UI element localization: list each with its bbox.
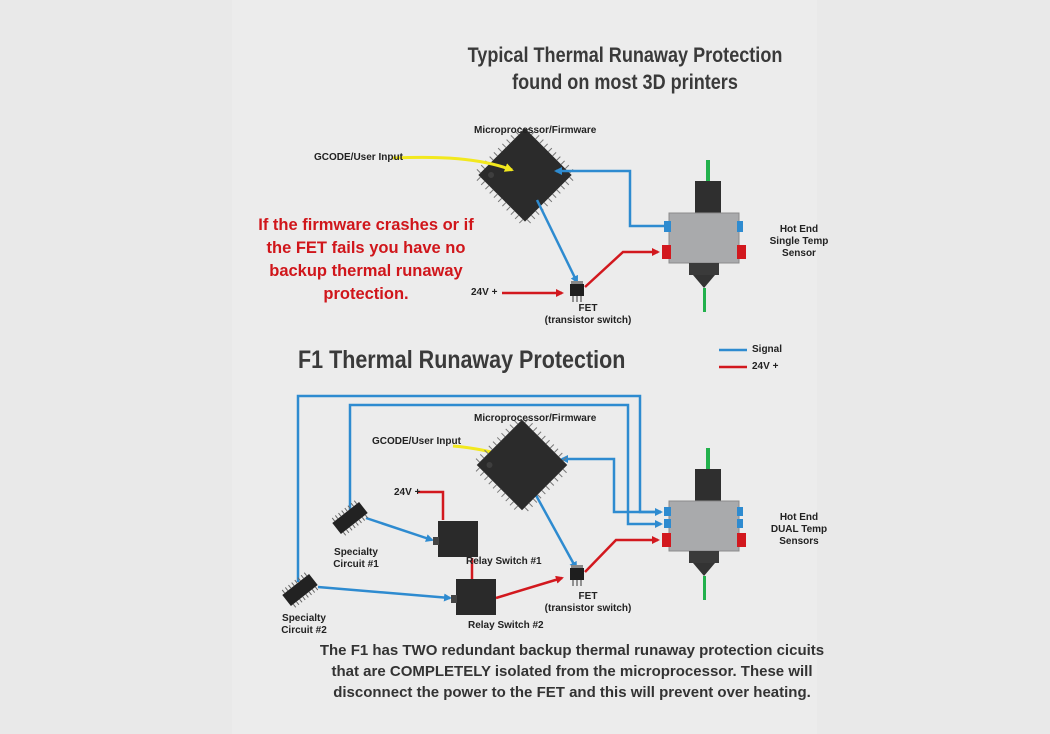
footer-description: The F1 has TWO redundant backup thermal …	[312, 640, 832, 703]
signal-line-chip-to-fet-bottom	[530, 487, 578, 570]
relay-switch-1-label: Relay Switch #1	[466, 556, 542, 567]
voltage-label: 24V +	[471, 287, 498, 298]
warning-line-2: the FET fails you have no	[266, 239, 466, 257]
specialty-ic-chip-icon	[281, 572, 319, 608]
title-line-1: Typical Thermal Runaway Protection	[467, 44, 783, 67]
gcode-label-bottom: GCODE/User Input	[372, 436, 461, 447]
warning-line-4: protection.	[323, 285, 409, 303]
hotend-label-line-1: Hot End	[779, 224, 819, 235]
section-title: F1 Thermal Runaway Protection	[298, 346, 626, 374]
microprocessor-chip-icon	[476, 126, 574, 224]
specialty-2-line-2: Circuit #2	[281, 625, 327, 636]
hotend-bottom-line-1: Hot End	[779, 512, 819, 523]
signal-line-chip-to-fet	[535, 199, 579, 284]
specialty-circuit-1-label: Specialty Circuit #1	[326, 547, 386, 571]
specialty-1-line-1: Specialty	[334, 547, 378, 558]
warning-line-1: If the firmware crashes or if	[258, 216, 474, 234]
footer-line-2: that are COMPLETELY isolated from the mi…	[331, 663, 813, 680]
voltage-label-bottom: 24V +	[394, 487, 421, 498]
fet-label-line-2: (transistor switch)	[544, 315, 632, 326]
hotend-bottom-line-3: Sensors	[779, 536, 819, 547]
relay-switch-icon	[433, 521, 478, 557]
power-line-24v-bottom	[418, 490, 445, 520]
hotend-label-line-2: Single Temp	[769, 236, 829, 247]
warning-text: If the firmware crashes or if the FET fa…	[236, 214, 496, 306]
footer-line-3: disconnect the power to the FET and this…	[333, 684, 811, 701]
fet-label-bottom: FET (transistor switch)	[540, 591, 636, 615]
power-line-fet-to-hotend-bottom	[584, 536, 660, 573]
microprocessor-label: Microprocessor/Firmware	[474, 125, 597, 136]
specialty-circuit-2-label: Specialty Circuit #2	[274, 613, 334, 637]
legend-signal-label: Signal	[752, 344, 783, 355]
microprocessor-chip-icon	[475, 418, 568, 512]
signal-line-sc2-to-relay2	[317, 585, 452, 602]
footer-line-1: The F1 has TWO redundant backup thermal …	[319, 642, 825, 659]
signal-line-top	[554, 167, 664, 228]
relay-switch-icon	[451, 579, 496, 615]
fet-label-line-1: FET	[578, 303, 598, 314]
warning-line-3: backup thermal runaway	[269, 262, 463, 280]
gcode-label: GCODE/User Input	[314, 152, 403, 163]
hotend-nozzle-icon	[662, 160, 746, 312]
power-line-relay2-to-fet	[495, 575, 564, 600]
power-line-fet-to-hotend-top	[584, 248, 660, 288]
hotend-label-line-3: Sensor	[782, 248, 816, 259]
signal-line-hotend-to-chip	[560, 455, 661, 514]
fet-bottom-line-2: (transistor switch)	[544, 603, 632, 614]
fet-transistor-icon	[570, 565, 584, 586]
gcode-input-arrow	[392, 155, 514, 172]
fet-transistor-icon	[570, 281, 584, 302]
signal-line-sc1-to-relay1	[365, 516, 434, 542]
signal-loop-inner	[348, 403, 663, 528]
page-title: Typical Thermal Runaway Protection found…	[440, 42, 810, 96]
legend-power-label: 24V +	[752, 361, 779, 372]
fet-bottom-line-1: FET	[578, 591, 598, 602]
specialty-2-line-1: Specialty	[282, 613, 326, 624]
fet-label: FET (transistor switch)	[540, 303, 636, 327]
specialty-ic-chip-icon	[331, 500, 369, 536]
microprocessor-label-bottom: Microprocessor/Firmware	[474, 413, 597, 424]
relay-switch-2-label: Relay Switch #2	[468, 620, 544, 631]
title-line-2: found on most 3D printers	[512, 71, 738, 94]
specialty-1-line-2: Circuit #1	[333, 559, 379, 570]
hotend-nozzle-icon	[662, 448, 746, 600]
hotend-bottom-line-2: DUAL Temp	[770, 524, 828, 535]
hotend-label-bottom: Hot End DUAL Temp Sensors	[758, 512, 840, 548]
hotend-label: Hot End Single Temp Sensor	[758, 224, 840, 260]
